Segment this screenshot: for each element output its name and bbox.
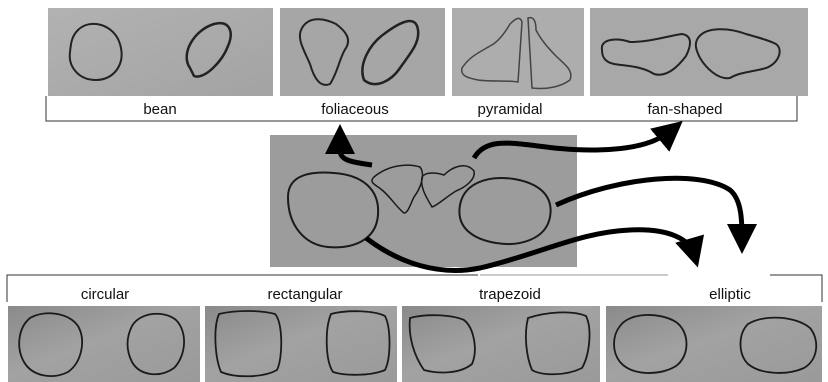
arrow-circle-to-elliptic: [366, 230, 694, 271]
arrow-to-foliaceous: [340, 138, 372, 165]
arrow-to-fan-shaped: [474, 130, 672, 158]
